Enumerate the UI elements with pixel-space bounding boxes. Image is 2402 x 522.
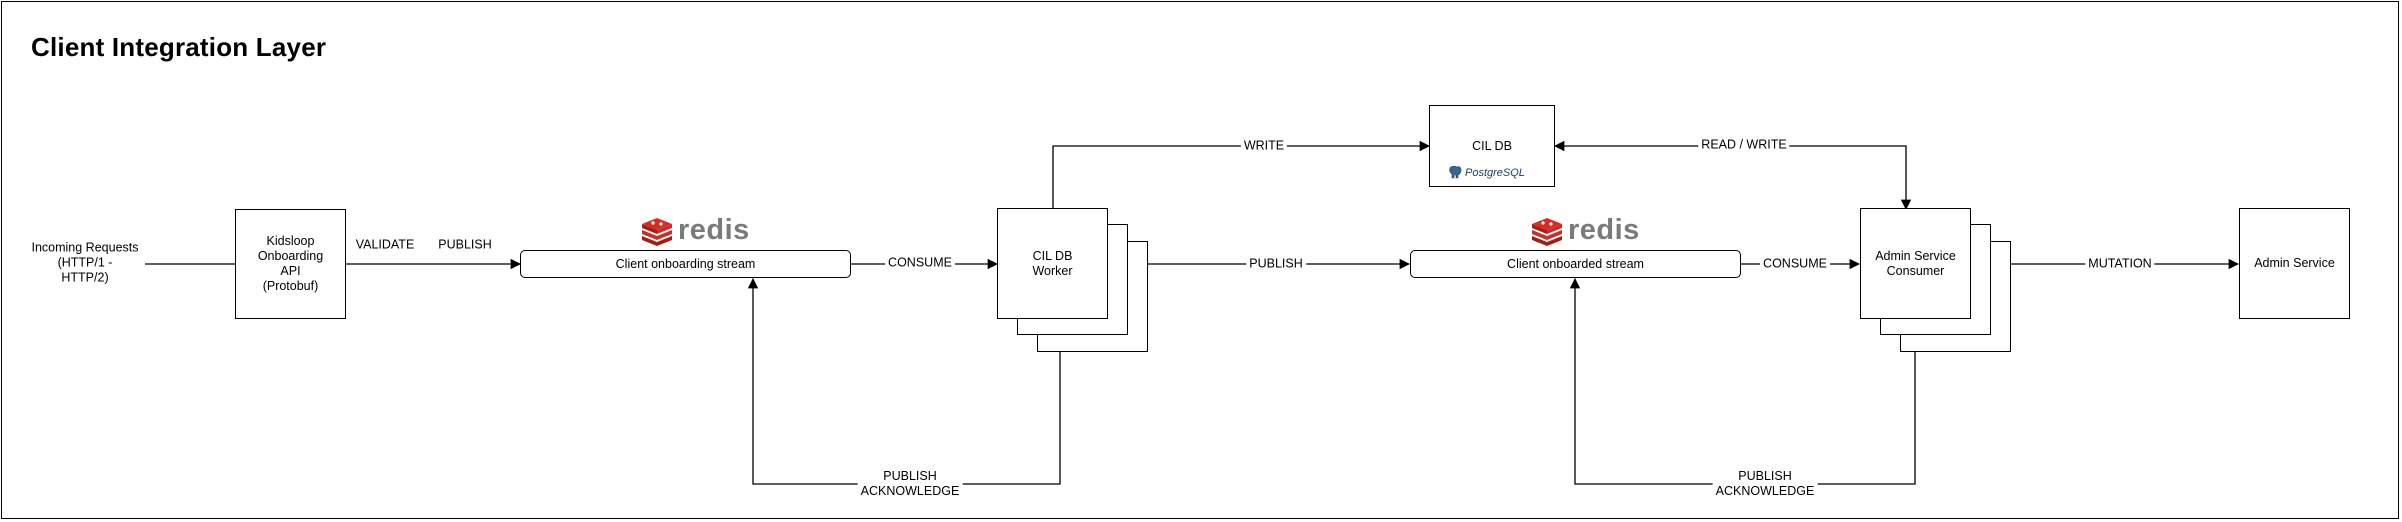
arrow-consumer-cildb-readwrite [1553, 140, 1912, 211]
validate-label: VALIDATE [352, 237, 418, 253]
redis-logo-icon [642, 217, 672, 246]
read-write-label: READ / WRITE [1698, 137, 1790, 153]
client-onboarding-stream: Client onboarding stream [520, 250, 851, 278]
redis-wordmark: redis [1568, 214, 1640, 246]
publish-label: PUBLISH [435, 237, 495, 253]
redis-wordmark: redis [678, 214, 750, 246]
diagram-title: Client Integration Layer [31, 32, 327, 62]
cil-db-label: CIL DB [1472, 139, 1512, 153]
incoming-requests-label: Incoming Requests (HTTP/1 - HTTP/2) [31, 240, 139, 286]
client-onboarded-stream: Client onboarded stream [1410, 250, 1741, 278]
write-label: WRITE [1240, 138, 1288, 154]
cil-db-box: CIL DB [1429, 105, 1555, 187]
consume-label-2: CONSUME [1760, 256, 1830, 272]
redis-logo-1: redis [640, 214, 750, 247]
arrow-worker-to-cildb [1052, 140, 1431, 209]
admin-service-box: Admin Service [2239, 208, 2350, 319]
mutation-label: MUTATION [2085, 256, 2155, 272]
publish-acknowledge-label-2: PUBLISH ACKNOWLEDGE [1712, 469, 1818, 499]
onboarding-api-box: Kidsloop Onboarding API (Protobuf) [235, 209, 346, 319]
redis-logo-icon [1532, 217, 1562, 246]
publish-acknowledge-label-1: PUBLISH ACKNOWLEDGE [857, 469, 963, 499]
redis-logo-2: redis [1530, 214, 1640, 247]
postgresql-elephant-icon [1449, 166, 1462, 179]
publish-label-2: PUBLISH [1246, 256, 1306, 272]
postgresql-wordmark: PostgreSQL [1465, 166, 1525, 179]
postgresql-logo: PostgreSQL [1448, 166, 1525, 179]
consume-label-1: CONSUME [885, 255, 955, 271]
admin-service-consumer-box: Admin Service Consumer [1860, 208, 1971, 319]
cil-db-worker-box: CIL DB Worker [997, 208, 1108, 319]
